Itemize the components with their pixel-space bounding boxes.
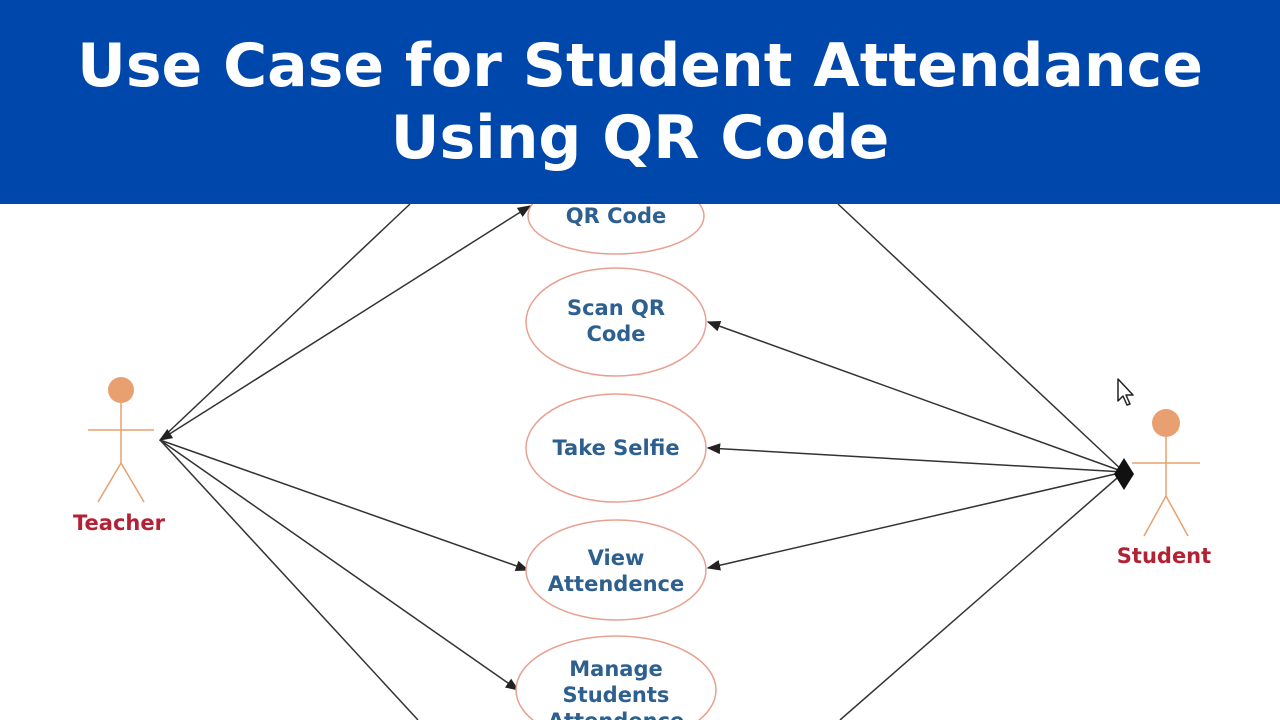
connector-teacher-generate-qr: [158, 205, 532, 441]
use-case-label: Code: [586, 322, 645, 346]
use-case-view-attendence: View Attendence: [525, 519, 707, 621]
use-case-label: Scan QR: [567, 296, 665, 320]
connector-teacher-manage: [159, 439, 520, 691]
connector-teacher-view-attendence: [159, 439, 530, 572]
title-banner: Use Case for Student Attendance Using QR…: [0, 0, 1280, 204]
student-connectors: [706, 203, 1125, 720]
stick-figure-icon: [88, 377, 154, 503]
connector-student-view-attendence: [706, 471, 1125, 571]
connector-student-take-selfie: [706, 443, 1125, 473]
student-actor: Student: [1117, 409, 1211, 568]
mouse-cursor-icon: [1117, 378, 1134, 406]
connector-teacher-upper: [159, 203, 411, 441]
title-line-2: Using QR Code: [390, 103, 890, 173]
use-case-label: QR Code: [566, 204, 666, 228]
connector-teacher-lower: [159, 439, 419, 720]
teacher-connectors: [158, 203, 532, 720]
use-case-take-selfie: Take Selfie: [525, 393, 707, 503]
use-case-label: Students: [563, 683, 670, 707]
stick-figure-icon: [1132, 409, 1200, 537]
teacher-actor: Teacher: [73, 377, 166, 535]
use-case-label: Attendence: [548, 572, 684, 596]
use-case-scan-qr-code: Scan QR Code: [525, 267, 707, 377]
use-case-label: View: [588, 546, 645, 570]
title-line-1: Use Case for Student Attendance: [77, 31, 1203, 101]
use-case-label: Attendence: [548, 709, 684, 720]
student-diamond-marker: [1114, 458, 1134, 490]
use-case-manage-students-attendence: Manage Students Attendence: [515, 635, 717, 720]
teacher-label: Teacher: [73, 511, 166, 535]
use-case-label: Take Selfie: [552, 436, 679, 460]
connector-student-scan-qr: [706, 321, 1125, 473]
student-label: Student: [1117, 544, 1211, 568]
use-case-label: Manage: [569, 657, 662, 681]
connector-student-upper: [837, 203, 1125, 473]
connector-student-lower: [839, 471, 1125, 720]
